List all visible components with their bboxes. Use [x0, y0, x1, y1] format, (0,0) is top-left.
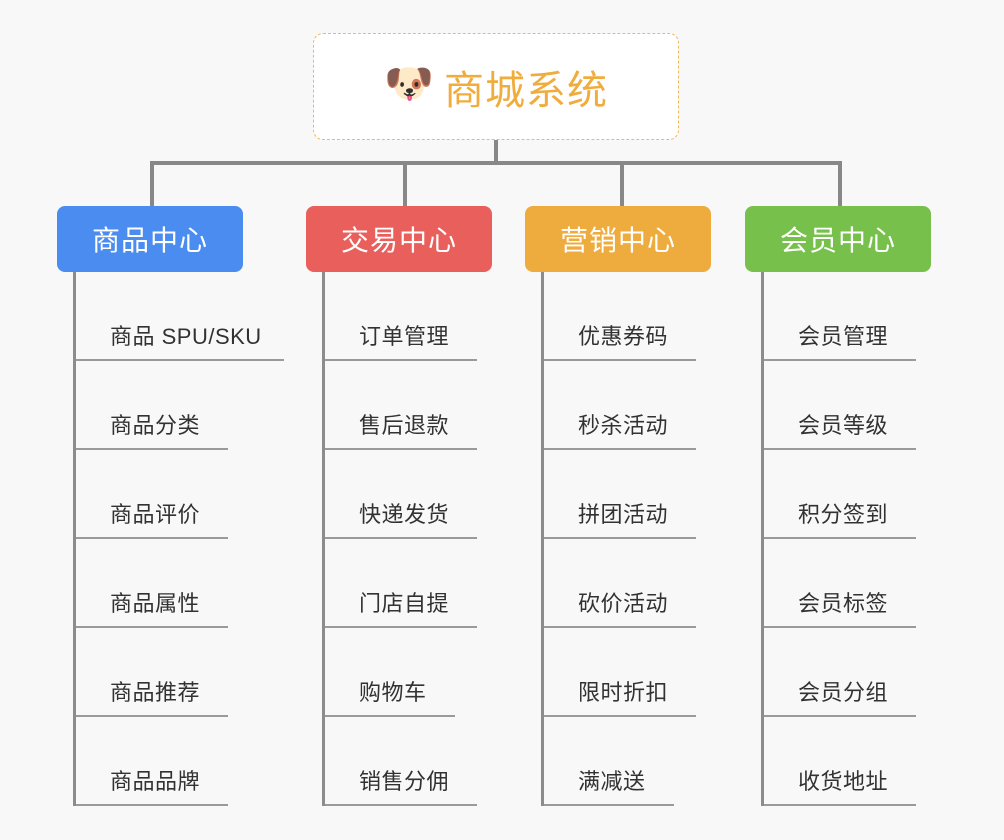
- leaf-item[interactable]: 商品 SPU/SKU: [76, 272, 284, 361]
- leaf-underline: [764, 537, 916, 539]
- leaf-label: 商品分类: [110, 413, 201, 438]
- leaf-item[interactable]: 会员标签: [764, 539, 931, 628]
- leaf-underline: [544, 626, 696, 628]
- leaf-list-member-center: 会员管理会员等级积分签到会员标签会员分组收货地址: [761, 272, 931, 806]
- leaf-item[interactable]: 积分签到: [764, 450, 931, 539]
- category-trade-center[interactable]: 交易中心: [306, 206, 492, 272]
- leaf-label: 销售分佣: [359, 769, 450, 794]
- leaf-item[interactable]: 拼团活动: [544, 450, 711, 539]
- category-marketing-center[interactable]: 营销中心: [525, 206, 711, 272]
- leaf-underline: [764, 715, 916, 717]
- leaf-underline: [544, 537, 696, 539]
- drop-connector-product-center: [150, 161, 154, 206]
- leaf-label: 砍价活动: [578, 591, 669, 616]
- leaf-label: 秒杀活动: [578, 413, 669, 438]
- leaf-item[interactable]: 购物车: [325, 628, 492, 717]
- leaf-underline: [544, 359, 696, 361]
- leaf-label: 限时折扣: [578, 680, 669, 705]
- leaf-item[interactable]: 商品属性: [76, 539, 243, 628]
- leaf-underline: [76, 537, 228, 539]
- leaf-label: 订单管理: [359, 324, 450, 349]
- leaf-item[interactable]: 门店自提: [325, 539, 492, 628]
- leaf-item[interactable]: 优惠券码: [544, 272, 711, 361]
- leaf-item[interactable]: 商品推荐: [76, 628, 243, 717]
- leaf-label: 商品品牌: [110, 769, 201, 794]
- leaf-item[interactable]: 会员分组: [764, 628, 931, 717]
- category-label: 会员中心: [779, 225, 896, 256]
- leaf-label: 满减送: [578, 769, 646, 794]
- leaf-item[interactable]: 会员管理: [764, 272, 931, 361]
- leaf-label: 积分签到: [798, 502, 889, 527]
- column-trade-center: 交易中心订单管理售后退款快递发货门店自提购物车销售分佣: [306, 206, 492, 806]
- leaf-label: 商品属性: [110, 591, 201, 616]
- column-marketing-center: 营销中心优惠券码秒杀活动拼团活动砍价活动限时折扣满减送: [525, 206, 711, 806]
- leaf-label: 收货地址: [798, 769, 889, 794]
- leaf-list-marketing-center: 优惠券码秒杀活动拼团活动砍价活动限时折扣满减送: [541, 272, 711, 806]
- leaf-label: 快递发货: [359, 502, 450, 527]
- drop-connector-member-center: [838, 161, 842, 206]
- leaf-underline: [764, 626, 916, 628]
- leaf-label: 优惠券码: [578, 324, 669, 349]
- leaf-label: 商品推荐: [110, 680, 201, 705]
- leaf-item[interactable]: 限时折扣: [544, 628, 711, 717]
- drop-connector-trade-center: [403, 161, 407, 206]
- leaf-item[interactable]: 秒杀活动: [544, 361, 711, 450]
- leaf-item[interactable]: 快递发货: [325, 450, 492, 539]
- leaf-label: 会员分组: [798, 680, 889, 705]
- leaf-item[interactable]: 收货地址: [764, 717, 931, 806]
- column-product-center: 商品中心商品 SPU/SKU 商品分类商品评价商品属性商品推荐商品品牌: [57, 206, 284, 806]
- leaf-item[interactable]: 商品评价: [76, 450, 243, 539]
- leaf-underline: [764, 804, 916, 806]
- leaf-underline: [764, 448, 916, 450]
- leaf-item[interactable]: 销售分佣: [325, 717, 492, 806]
- category-member-center[interactable]: 会员中心: [745, 206, 931, 272]
- leaf-label: 会员等级: [798, 413, 889, 438]
- drop-connector-marketing-center: [620, 161, 624, 206]
- leaf-underline: [544, 804, 674, 806]
- leaf-label: 拼团活动: [578, 502, 669, 527]
- leaf-underline: [325, 448, 477, 450]
- column-member-center: 会员中心会员管理会员等级积分签到会员标签会员分组收货地址: [745, 206, 931, 806]
- leaf-item[interactable]: 商品分类: [76, 361, 243, 450]
- leaf-label: 门店自提: [359, 591, 450, 616]
- dog-face-icon: 🐶: [384, 61, 434, 106]
- category-product-center[interactable]: 商品中心: [57, 206, 243, 272]
- leaf-item[interactable]: 商品品牌: [76, 717, 243, 806]
- leaf-item[interactable]: 砍价活动: [544, 539, 711, 628]
- category-label: 商品中心: [91, 225, 208, 256]
- leaf-underline: [76, 359, 284, 361]
- category-label: 营销中心: [559, 225, 676, 256]
- leaf-label: 商品评价: [110, 502, 201, 527]
- leaf-list-product-center: 商品 SPU/SKU 商品分类商品评价商品属性商品推荐商品品牌: [73, 272, 284, 806]
- leaf-underline: [325, 626, 477, 628]
- leaf-underline: [325, 804, 477, 806]
- leaf-underline: [76, 804, 228, 806]
- leaf-label: 售后退款: [359, 413, 450, 438]
- leaf-underline: [76, 448, 228, 450]
- horizontal-bus-connector: [150, 161, 840, 165]
- root-stem-connector: [494, 140, 498, 164]
- leaf-underline: [76, 715, 228, 717]
- root-title: 商城系统: [444, 68, 608, 113]
- leaf-underline: [325, 537, 477, 539]
- leaf-underline: [325, 359, 477, 361]
- leaf-item[interactable]: 会员等级: [764, 361, 931, 450]
- leaf-item[interactable]: 售后退款: [325, 361, 492, 450]
- leaf-underline: [544, 448, 696, 450]
- leaf-label: 会员标签: [798, 591, 889, 616]
- leaf-item[interactable]: 订单管理: [325, 272, 492, 361]
- root-node[interactable]: 🐶 商城系统: [313, 33, 679, 140]
- leaf-underline: [764, 359, 916, 361]
- category-label: 交易中心: [340, 225, 457, 256]
- leaf-label: 商品 SPU/SKU: [110, 324, 262, 349]
- leaf-list-trade-center: 订单管理售后退款快递发货门店自提购物车销售分佣: [322, 272, 492, 806]
- leaf-underline: [325, 715, 455, 717]
- leaf-item[interactable]: 满减送: [544, 717, 711, 806]
- leaf-label: 购物车: [359, 680, 427, 705]
- leaf-underline: [544, 715, 696, 717]
- leaf-label: 会员管理: [798, 324, 889, 349]
- leaf-underline: [76, 626, 228, 628]
